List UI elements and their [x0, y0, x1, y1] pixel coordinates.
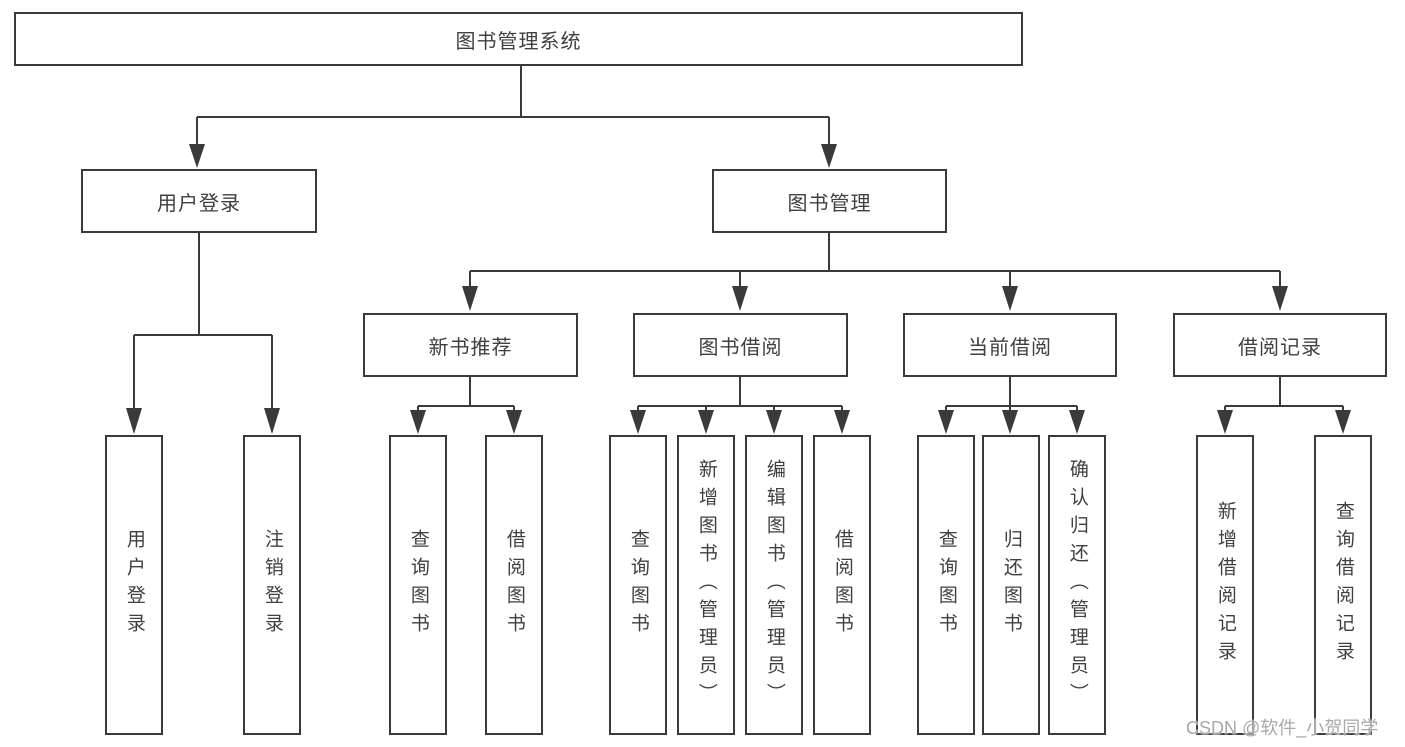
node-book-management-label: 图书管理: [787, 192, 872, 215]
leaf-query-borrow-record-label: 查询借阅记录: [1332, 501, 1354, 669]
leaf-edit-book-admin: 编辑图书（管理员）: [745, 435, 803, 735]
leaf-confirm-return-admin: 确认归还（管理员）: [1048, 435, 1106, 735]
leaf-query-books-recommend: 查询图书: [389, 435, 447, 735]
leaf-query-books-borrowing-label: 查询图书: [627, 529, 649, 641]
leaf-add-borrow-record: 新增借阅记录: [1196, 435, 1254, 735]
node-book-management: 图书管理: [712, 169, 947, 233]
node-new-book-recommend-label: 新书推荐: [428, 336, 513, 359]
leaf-query-books-current-label: 查询图书: [935, 529, 957, 641]
node-root-label: 图书管理系统: [455, 30, 582, 53]
leaf-query-books-current: 查询图书: [917, 435, 975, 735]
leaf-query-books-borrowing: 查询图书: [609, 435, 667, 735]
node-user-login-label: 用户登录: [157, 192, 241, 215]
leaf-return-book-label: 归还图书: [1000, 529, 1022, 641]
node-current-borrowing: 当前借阅: [903, 313, 1117, 377]
leaf-edit-book-admin-label: 编辑图书（管理员）: [763, 459, 785, 711]
leaf-add-book-admin-label: 新增图书（管理员）: [695, 459, 717, 711]
leaf-return-book: 归还图书: [982, 435, 1040, 735]
node-borrowing-records: 借阅记录: [1173, 313, 1387, 377]
leaf-add-book-admin: 新增图书（管理员）: [677, 435, 735, 735]
leaf-logout-label: 注销登录: [261, 529, 283, 641]
leaf-user-login: 用户登录: [105, 435, 163, 735]
node-book-borrowing-label: 图书借阅: [698, 336, 783, 359]
leaf-user-login-label: 用户登录: [123, 529, 145, 641]
node-user-login: 用户登录: [81, 169, 317, 233]
leaf-borrow-books-borrowing-label: 借阅图书: [831, 529, 853, 641]
node-root: 图书管理系统: [14, 12, 1023, 66]
leaf-confirm-return-admin-label: 确认归还（管理员）: [1066, 459, 1088, 711]
leaf-query-borrow-record: 查询借阅记录: [1314, 435, 1372, 735]
leaf-query-books-recommend-label: 查询图书: [407, 529, 429, 641]
leaf-borrow-books-recommend: 借阅图书: [485, 435, 543, 735]
leaf-borrow-books-borrowing: 借阅图书: [813, 435, 871, 735]
node-current-borrowing-label: 当前借阅: [968, 336, 1052, 359]
leaf-borrow-books-recommend-label: 借阅图书: [503, 529, 525, 641]
leaf-logout: 注销登录: [243, 435, 301, 735]
node-borrowing-records-label: 借阅记录: [1238, 336, 1322, 359]
node-new-book-recommend: 新书推荐: [363, 313, 578, 377]
watermark: CSDN @软件_小贺同学: [1186, 718, 1379, 738]
leaf-add-borrow-record-label: 新增借阅记录: [1214, 501, 1236, 669]
arrowheads: [126, 144, 1351, 434]
node-book-borrowing: 图书借阅: [633, 313, 848, 377]
